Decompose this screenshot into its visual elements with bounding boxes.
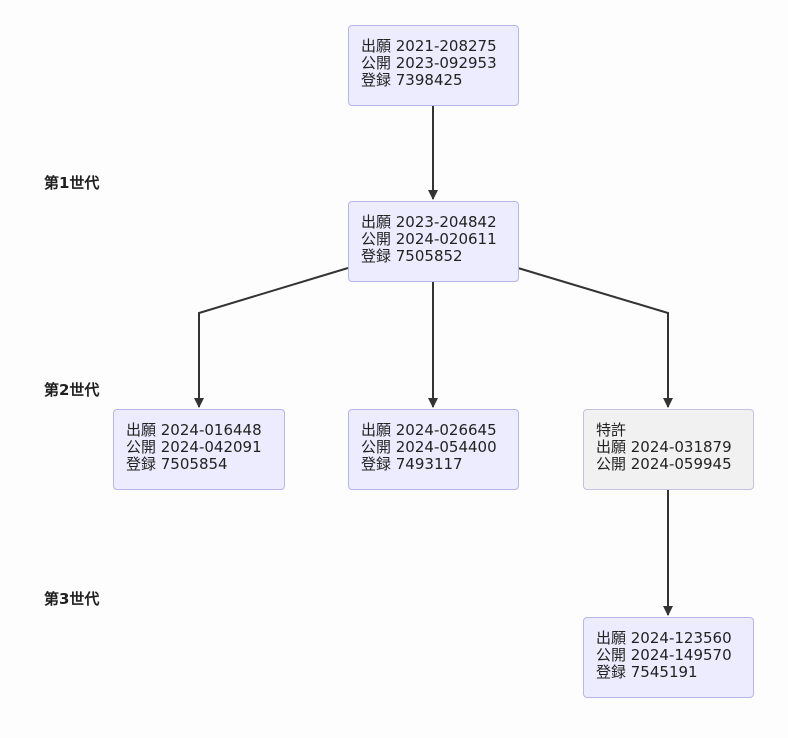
node-line: 登録 7505852 — [361, 248, 506, 265]
patent-node-gen2-left[interactable]: 出願 2024-016448 公開 2024-042091 登録 7505854 — [113, 409, 285, 490]
node-line: 公開 2024-054400 — [361, 439, 506, 456]
node-line: 出願 2023-204842 — [361, 214, 506, 231]
generation-label-2: 第2世代 — [44, 379, 99, 400]
node-line: 出願 2024-016448 — [126, 422, 272, 439]
edge-n1-n2 — [199, 268, 348, 407]
patent-node-gen1[interactable]: 出願 2023-204842 公開 2024-020611 登録 7505852 — [348, 201, 519, 282]
node-line: 公開 2024-020611 — [361, 231, 506, 248]
generation-label-3: 第3世代 — [44, 588, 99, 609]
node-line: 登録 7398425 — [361, 72, 506, 89]
node-line: 登録 7505854 — [126, 456, 272, 473]
node-line: 出願 2024-123560 — [596, 630, 741, 647]
edge-n1-n4 — [518, 268, 668, 407]
node-line: 登録 7493117 — [361, 456, 506, 473]
patent-node-root[interactable]: 出願 2021-208275 公開 2023-092953 登録 7398425 — [348, 25, 519, 106]
node-line: 登録 7545191 — [596, 664, 741, 681]
generation-label-1: 第1世代 — [44, 172, 99, 193]
node-line: 出願 2024-026645 — [361, 422, 506, 439]
node-line: 出願 2024-031879 — [596, 439, 741, 456]
patent-node-gen3[interactable]: 出願 2024-123560 公開 2024-149570 登録 7545191 — [583, 617, 754, 698]
node-line: 特許 — [596, 422, 741, 439]
patent-node-gen2-right[interactable]: 特許 出願 2024-031879 公開 2024-059945 — [583, 409, 754, 490]
node-line: 公開 2024-042091 — [126, 439, 272, 456]
node-line: 公開 2024-059945 — [596, 456, 741, 473]
node-line: 公開 2024-149570 — [596, 647, 741, 664]
node-line: 出願 2021-208275 — [361, 38, 506, 55]
patent-node-gen2-center[interactable]: 出願 2024-026645 公開 2024-054400 登録 7493117 — [348, 409, 519, 490]
node-line: 公開 2023-092953 — [361, 55, 506, 72]
